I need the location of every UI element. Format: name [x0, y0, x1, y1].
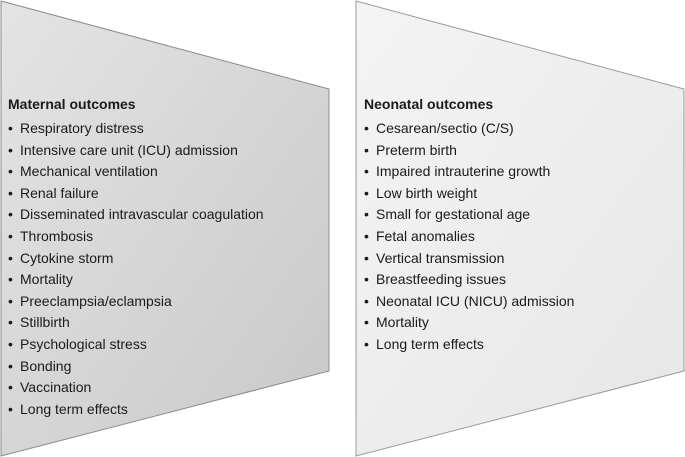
bullet-icon: •: [8, 400, 13, 417]
outcome-item: • Cesarean/sectio (C/S): [364, 118, 574, 140]
outcome-item: • Preterm birth: [364, 140, 574, 162]
outcome-item: • Fetal anomalies: [364, 226, 574, 248]
outcome-label: Breastfeeding issues: [376, 271, 506, 288]
maternal-outcomes-title: Maternal outcomes: [8, 96, 136, 112]
outcome-item: • Psychological stress: [8, 334, 264, 356]
outcome-item: • Breastfeeding issues: [364, 269, 574, 291]
outcome-label: Disseminated intravascular coagulation: [20, 206, 264, 223]
neonatal-panel-shape: [355, 0, 685, 457]
bullet-icon: •: [8, 249, 13, 266]
bullet-icon: •: [8, 141, 13, 158]
outcome-label: Impaired intrauterine growth: [376, 163, 551, 180]
bullet-icon: •: [364, 292, 369, 309]
neonatal-outcomes-list: • Cesarean/sectio (C/S) • Preterm birth • Imp…: [364, 118, 574, 356]
outcome-label: Psychological stress: [20, 335, 147, 352]
outcome-label: Mortality: [20, 271, 73, 288]
bullet-icon: •: [364, 120, 369, 136]
bullet-icon: •: [364, 163, 369, 180]
outcome-item: • Mechanical ventilation: [8, 161, 264, 183]
outcome-item: • Bonding: [8, 356, 264, 378]
outcome-label: Vaccination: [20, 379, 92, 396]
outcome-label: Preeclampsia/eclampsia: [20, 292, 172, 309]
neonatal-outcomes-panel: Neonatal outcomes • Cesarean/sectio (C/S)…: [364, 95, 574, 356]
outcome-label: Neonatal ICU (NICU) admission: [376, 292, 575, 309]
bullet-icon: •: [364, 141, 369, 158]
outcome-item: • Mortality: [364, 312, 574, 334]
outcome-item: • Stillbirth: [8, 312, 264, 334]
outcome-label: Preterm birth: [376, 141, 457, 158]
outcome-label: Bonding: [20, 357, 72, 374]
outcome-label: Long term effects: [376, 335, 484, 352]
bullet-icon: •: [364, 271, 369, 288]
maternal-panel-shape: [0, 0, 330, 457]
outcome-label: Intensive care unit (ICU) admission: [20, 141, 238, 158]
outcome-item: • Vaccination: [8, 377, 264, 399]
bullet-icon: •: [364, 249, 369, 266]
bullet-icon: •: [8, 206, 13, 223]
bullet-icon: •: [8, 163, 13, 180]
outcome-item: • Long term effects: [364, 334, 574, 356]
outcome-item: • Thrombosis: [8, 226, 264, 248]
outcome-item: • Intensive care unit (ICU) admission: [8, 140, 264, 162]
outcome-label: Respiratory distress: [20, 120, 144, 136]
outcome-item: • Small for gestational age: [364, 204, 574, 226]
bullet-icon: •: [8, 120, 13, 136]
outcome-label: Mortality: [376, 314, 429, 331]
outcome-label: Renal failure: [20, 184, 99, 201]
bullet-icon: •: [8, 271, 13, 288]
outcome-item: • Respiratory distress: [8, 118, 264, 140]
outcome-label: Thrombosis: [20, 227, 94, 244]
bullet-icon: •: [8, 335, 13, 352]
outcome-item: • Long term effects: [8, 399, 264, 421]
outcome-item: • Neonatal ICU (NICU) admission: [364, 291, 574, 313]
bullet-icon: •: [8, 357, 13, 374]
bullet-icon: •: [364, 314, 369, 331]
outcome-item: • Cytokine storm: [8, 248, 264, 270]
bullet-icon: •: [8, 184, 13, 201]
outcome-item: • Vertical transmission: [364, 248, 574, 270]
outcome-label: Cesarean/sectio (C/S): [376, 120, 514, 136]
outcome-label: Fetal anomalies: [376, 227, 475, 244]
bullet-icon: •: [8, 379, 13, 396]
bullet-icon: •: [8, 292, 13, 309]
bullet-icon: •: [364, 184, 369, 201]
outcome-label: Stillbirth: [20, 314, 70, 331]
outcome-item: • Renal failure: [8, 183, 264, 205]
bullet-icon: •: [364, 227, 369, 244]
outcome-label: Small for gestational age: [376, 206, 531, 223]
bullet-icon: •: [8, 314, 13, 331]
neonatal-outcomes-title: Neonatal outcomes: [364, 96, 494, 112]
outcome-item: • Preeclampsia/eclampsia: [8, 291, 264, 313]
outcome-item: • Mortality: [8, 269, 264, 291]
outcome-label: Cytokine storm: [20, 249, 114, 266]
bullet-icon: •: [8, 227, 13, 244]
outcome-item: • Disseminated intravascular coagulation: [8, 204, 264, 226]
outcome-label: Mechanical ventilation: [20, 163, 158, 180]
maternal-outcomes-list: • Respiratory distress • Intensive care uni…: [8, 118, 264, 420]
outcome-label: Low birth weight: [376, 184, 478, 201]
bullet-icon: •: [364, 206, 369, 223]
outcome-item: • Impaired intrauterine growth: [364, 161, 574, 183]
bullet-icon: •: [364, 335, 369, 352]
outcome-label: Vertical transmission: [376, 249, 505, 266]
outcome-label: Long term effects: [20, 400, 128, 417]
maternal-outcomes-panel: Maternal outcomes •Respiratory distress•…: [8, 95, 264, 420]
outcome-item: • Low birth weight: [364, 183, 574, 205]
